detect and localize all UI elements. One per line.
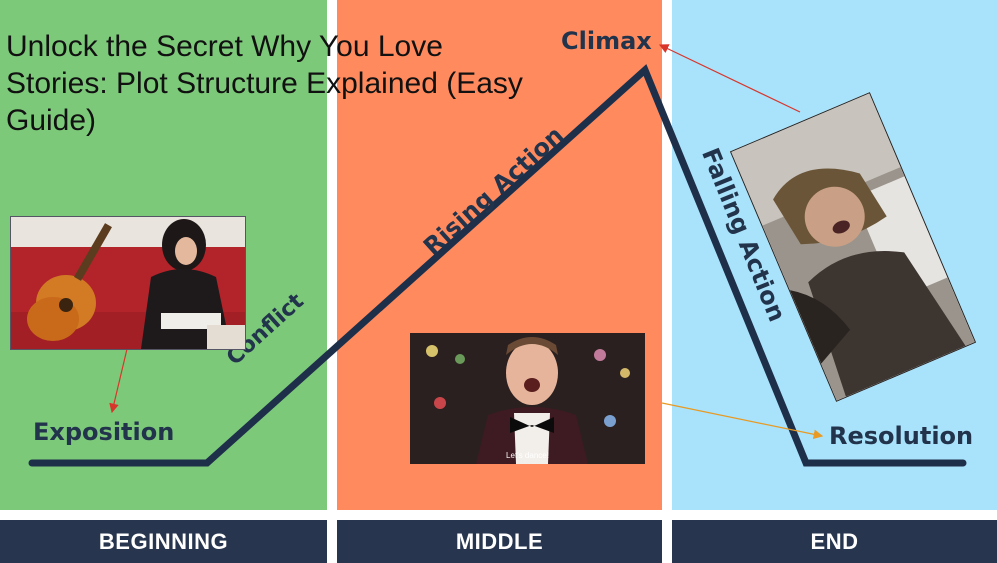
end-label: END [810, 528, 859, 554]
plot-arc-line [28, 64, 967, 467]
middle-photo: Let's dance! [410, 333, 645, 464]
resolution-label: Resolution [829, 422, 974, 450]
climax-arrow [658, 44, 801, 113]
middle-label: MIDDLE [455, 528, 544, 554]
beginning-footer: BEGINNING [0, 520, 327, 563]
falling-action-photo [729, 92, 977, 402]
climax-label: Climax [561, 27, 652, 55]
page-title: Unlock the Secret Why You Love Stories: … [6, 30, 523, 137]
middle-footer: MIDDLE [337, 520, 662, 563]
exposition-photo [10, 216, 246, 350]
beginning-label: BEGINNING [98, 528, 229, 554]
end-footer: END [672, 520, 997, 563]
exposition-label: Exposition [33, 418, 175, 446]
resolution-arrow [661, 402, 824, 440]
falling-man-image [731, 93, 975, 401]
photo-caption: Let's dance! [506, 451, 549, 460]
guitar-girl-image [11, 217, 245, 349]
exposition-arrow [109, 348, 128, 414]
dancing-man-image [410, 333, 645, 464]
